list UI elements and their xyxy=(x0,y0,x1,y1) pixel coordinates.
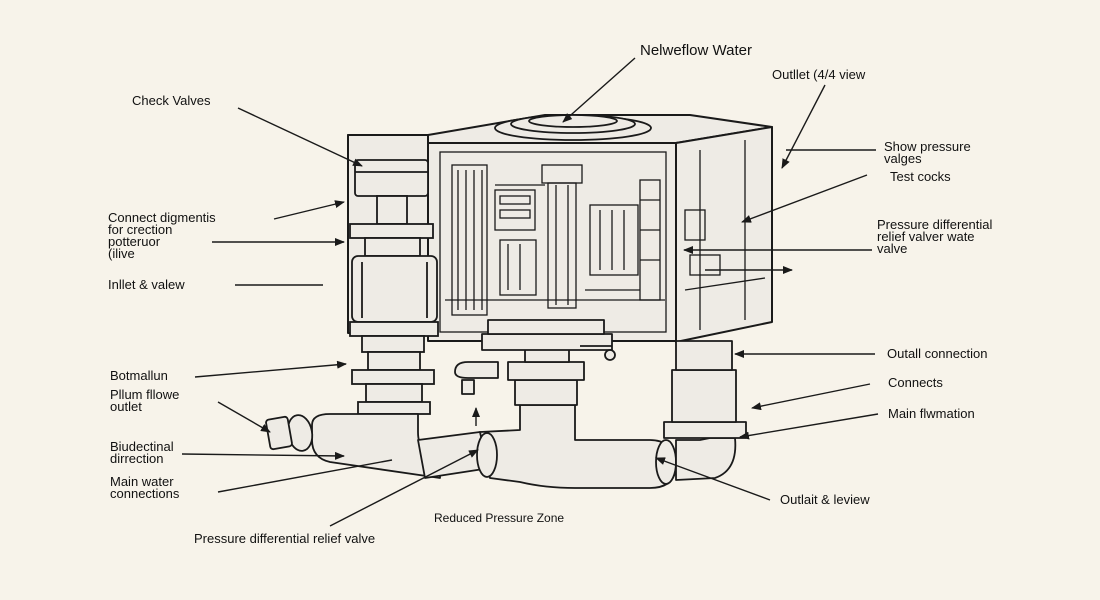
label-outall-connection: Outall connection xyxy=(887,346,988,361)
label-connects: Connects xyxy=(888,375,943,390)
label-pressure-differential-right: Pressure differential relief valver wate… xyxy=(877,217,993,256)
cabinet-interior xyxy=(439,140,766,333)
label-show-pressure: Show pressure valges xyxy=(884,139,971,166)
cabinet-right-face xyxy=(675,126,773,343)
check-valve-column xyxy=(349,159,439,415)
label-botmallun: Botmallun xyxy=(110,368,168,383)
top-flange xyxy=(494,114,652,141)
label-connect-diagnostics: Connect digmentis for crection potteruor… xyxy=(108,210,216,261)
label-inlet: Inllet & valew xyxy=(108,277,185,292)
label-bidirectional: Biudectinal dirrection xyxy=(110,439,174,466)
label-reduced-pressure-zone: Reduced Pressure Zone xyxy=(434,511,565,525)
label-title: Nelweflow Water xyxy=(640,42,752,59)
label-test-cocks: Test cocks xyxy=(890,169,951,184)
label-outlet-view: Outllet (4/4 view xyxy=(772,67,866,82)
leader-lines xyxy=(181,57,879,527)
label-main-water: Main water connections xyxy=(110,474,180,501)
label-plum-flowe: Pllum fllowe outlet xyxy=(110,387,180,414)
pipe-assembly xyxy=(265,319,747,489)
cabinet-front-face xyxy=(427,142,677,342)
label-pressure-differential-bottom: Pressure differential relief valve xyxy=(194,531,376,546)
label-outlet-review: Outlait & leview xyxy=(780,492,870,507)
label-check-valves: Check Valves xyxy=(132,93,211,108)
label-main-flumation: Main flwmation xyxy=(888,406,975,421)
